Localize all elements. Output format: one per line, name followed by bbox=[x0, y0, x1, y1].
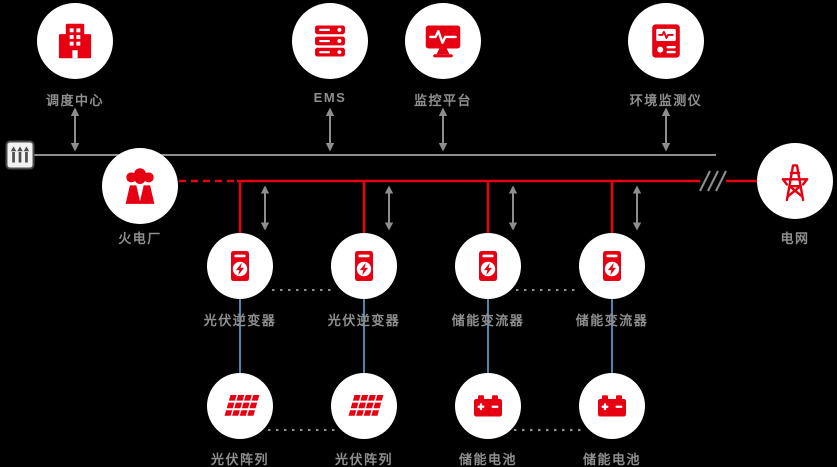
inverter-icon bbox=[479, 251, 497, 281]
comm-arrows-top bbox=[70, 107, 671, 152]
gateway-device bbox=[5, 139, 35, 171]
label-storage-converter-2: 储能变流器 bbox=[575, 313, 649, 328]
dc-link-lines bbox=[239, 299, 613, 374]
inverter-icon bbox=[603, 251, 621, 281]
node-ems bbox=[292, 3, 368, 79]
node-env-monitor bbox=[628, 3, 704, 79]
label-ems: EMS bbox=[313, 90, 347, 105]
label-pv-array-2: 光伏阵列 bbox=[334, 452, 394, 467]
solar-panel-icon bbox=[224, 395, 260, 416]
gateway-icon bbox=[5, 140, 35, 170]
label-pv-inverter-2: 光伏逆变器 bbox=[327, 313, 401, 328]
node-dispatch-center bbox=[37, 3, 113, 79]
node-pv-array-2 bbox=[331, 373, 397, 439]
label-pv-inverter-1: 光伏逆变器 bbox=[203, 313, 277, 328]
node-power-grid bbox=[757, 143, 833, 219]
label-storage-converter-1: 储能变流器 bbox=[451, 313, 525, 328]
node-storage-converter-2 bbox=[579, 233, 645, 299]
node-pv-inverter-2 bbox=[331, 233, 397, 299]
label-power-grid: 电网 bbox=[780, 231, 810, 246]
node-storage-battery-2 bbox=[579, 373, 645, 439]
building-icon bbox=[58, 23, 92, 59]
node-storage-converter-1 bbox=[455, 233, 521, 299]
label-storage-battery-1: 储能电池 bbox=[458, 452, 518, 467]
node-monitoring-platform bbox=[405, 3, 481, 79]
label-storage-battery-2: 储能电池 bbox=[582, 452, 642, 467]
node-pv-inverter-1 bbox=[207, 233, 273, 299]
monitor-icon bbox=[425, 25, 461, 58]
label-monitoring-platform: 监控平台 bbox=[413, 93, 473, 108]
node-storage-battery-1 bbox=[455, 373, 521, 439]
solar-panel-icon bbox=[348, 395, 384, 416]
inverter-icon bbox=[231, 251, 249, 281]
node-thermal-plant bbox=[102, 148, 178, 224]
battery-icon bbox=[598, 395, 626, 417]
server-icon bbox=[315, 25, 345, 57]
node-pv-array-1 bbox=[207, 373, 273, 439]
battery-icon bbox=[474, 395, 502, 417]
ellipsis-dashes bbox=[268, 289, 584, 431]
label-pv-array-1: 光伏阵列 bbox=[210, 452, 270, 467]
power-plant-icon bbox=[125, 168, 155, 204]
transmission-tower-icon bbox=[781, 164, 809, 202]
meter-icon bbox=[652, 24, 680, 58]
inverter-icon bbox=[355, 251, 373, 281]
line-break-marks bbox=[699, 170, 727, 192]
power-bus-line bbox=[179, 179, 759, 238]
label-env-monitor: 环境监测仪 bbox=[629, 93, 703, 108]
label-dispatch-center: 调度中心 bbox=[45, 93, 105, 108]
label-thermal-plant: 火电厂 bbox=[118, 231, 162, 246]
comm-arrows-converters bbox=[260, 185, 642, 231]
